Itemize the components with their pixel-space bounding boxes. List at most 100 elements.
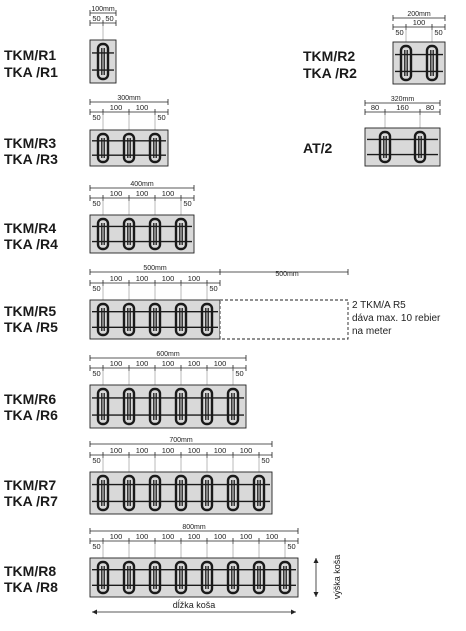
rib-outline bbox=[148, 217, 162, 251]
rib-outline bbox=[96, 474, 110, 512]
rib-outline bbox=[278, 560, 292, 595]
segment-label: 100 bbox=[188, 359, 201, 368]
segment-label: 100 bbox=[110, 103, 123, 112]
height-label: výška koša bbox=[332, 555, 342, 600]
rib-outline bbox=[148, 474, 162, 512]
rib bbox=[148, 217, 162, 251]
rib-outline bbox=[122, 302, 136, 337]
segment-label: 50 bbox=[92, 199, 100, 208]
label-tka-r3: TKA /R3 bbox=[4, 151, 58, 167]
segment-label: 50 bbox=[92, 284, 100, 293]
segment-label: 50 bbox=[92, 369, 100, 378]
total-dimension-label: 300mm bbox=[117, 95, 141, 102]
cage-r5 bbox=[89, 299, 221, 340]
arrow-head bbox=[313, 592, 319, 597]
length-label: dĺžka koša bbox=[173, 599, 216, 610]
cage-at2 bbox=[364, 127, 441, 167]
arrow-head bbox=[291, 609, 296, 615]
rib-outline bbox=[96, 42, 110, 81]
segment-label: 100 bbox=[136, 359, 149, 368]
rib-outline bbox=[148, 132, 162, 164]
rib bbox=[174, 302, 188, 337]
rib bbox=[200, 474, 214, 512]
segment-label: 80 bbox=[426, 103, 434, 112]
rib bbox=[425, 44, 439, 82]
rib bbox=[399, 44, 413, 82]
label-tkm-r2: TKM/R2 bbox=[303, 48, 356, 64]
rib-outline bbox=[148, 387, 162, 426]
total-dimension-label: 100mm bbox=[91, 6, 115, 13]
label-tkm-r3: TKM/R3 bbox=[4, 135, 57, 151]
rib-outline bbox=[122, 560, 136, 595]
rib-outline bbox=[378, 130, 392, 164]
cage-r8 bbox=[89, 557, 299, 598]
rib bbox=[148, 387, 162, 426]
segment-label: 100 bbox=[413, 18, 426, 27]
segment-label: 50 bbox=[157, 113, 165, 122]
label-tkm-r4: TKM/R4 bbox=[4, 220, 57, 236]
segment-label: 50 bbox=[92, 113, 100, 122]
rib bbox=[96, 132, 110, 164]
rib bbox=[226, 560, 240, 595]
rib bbox=[122, 474, 136, 512]
total-dimension-label: 200mm bbox=[407, 11, 431, 18]
rib bbox=[200, 387, 214, 426]
segment-label: 100 bbox=[162, 189, 175, 198]
total-dimension-label: 800mm bbox=[182, 524, 206, 531]
rib bbox=[413, 130, 427, 164]
label-tkm-r5: TKM/R5 bbox=[4, 303, 57, 319]
label-tkm-r8: TKM/R8 bbox=[4, 563, 57, 579]
note-line-1: 2 TKM/A R5 bbox=[352, 300, 406, 311]
rib bbox=[122, 217, 136, 251]
label-tka-r8: TKA /R8 bbox=[4, 579, 58, 595]
note-line-2: dáva max. 10 rebier bbox=[352, 313, 441, 324]
total-dimension-label: 700mm bbox=[169, 437, 193, 444]
segment-label: 50 bbox=[235, 369, 243, 378]
arrow-head bbox=[313, 558, 319, 563]
rib bbox=[122, 387, 136, 426]
rib bbox=[148, 132, 162, 164]
segment-label: 100 bbox=[136, 274, 149, 283]
segment-label: 100 bbox=[162, 274, 175, 283]
note-line-3: na meter bbox=[352, 326, 392, 337]
segment-label: 50 bbox=[434, 28, 442, 37]
segment-label: 100 bbox=[136, 532, 149, 541]
rib bbox=[174, 387, 188, 426]
label-tka-r6: TKA /R6 bbox=[4, 407, 58, 423]
rib bbox=[96, 302, 110, 337]
rib-outline bbox=[413, 130, 427, 164]
segment-label: 50 bbox=[183, 199, 191, 208]
rib bbox=[122, 132, 136, 164]
total-dimension-label: 600mm bbox=[156, 351, 180, 358]
segment-label: 50 bbox=[395, 28, 403, 37]
rib-outline bbox=[252, 560, 266, 595]
segment-label: 100 bbox=[214, 446, 227, 455]
segment-label: 100 bbox=[240, 446, 253, 455]
rib-outline bbox=[425, 44, 439, 82]
cage-r1 bbox=[89, 39, 117, 84]
segment-label: 100 bbox=[266, 532, 279, 541]
total-dimension-label: 320mm bbox=[391, 96, 415, 103]
rib-outline bbox=[226, 474, 240, 512]
rib-outline bbox=[226, 387, 240, 426]
rib bbox=[174, 560, 188, 595]
rib bbox=[252, 474, 266, 512]
rib-outline bbox=[96, 132, 110, 164]
label-tkm-r6: TKM/R6 bbox=[4, 391, 57, 407]
cage-r5-dashed-extension bbox=[219, 299, 349, 340]
rib-outline bbox=[122, 132, 136, 164]
rib-outline bbox=[252, 474, 266, 512]
rib bbox=[174, 474, 188, 512]
rib bbox=[226, 387, 240, 426]
rib bbox=[148, 474, 162, 512]
segment-label: 50 bbox=[287, 542, 295, 551]
rib-outline bbox=[174, 302, 188, 337]
label-at2: AT/2 bbox=[303, 140, 333, 156]
label-tka-r2: TKA /R2 bbox=[303, 65, 357, 81]
rib bbox=[378, 130, 392, 164]
rib-outline bbox=[200, 387, 214, 426]
rib-outline bbox=[96, 302, 110, 337]
rib-outline bbox=[96, 387, 110, 426]
label-tka-r5: TKA /R5 bbox=[4, 319, 58, 335]
